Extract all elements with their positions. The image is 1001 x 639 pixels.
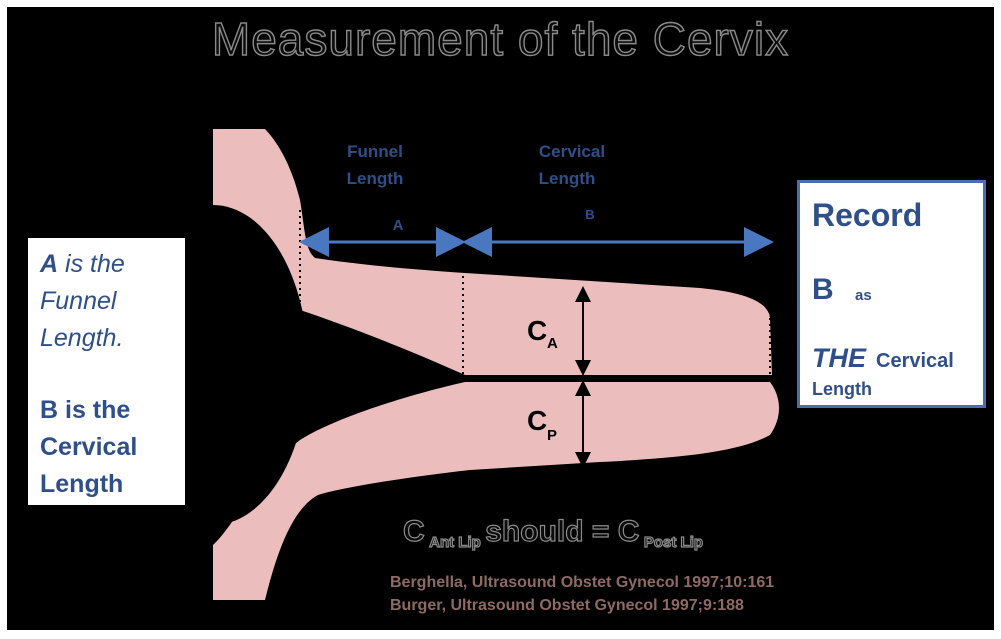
record-the: THE [812,343,866,374]
equation-sub1: Ant Lip [429,534,481,551]
b-definition-line3: Length [40,470,123,499]
c-anterior-letter: C [527,315,547,346]
c-anterior-sub: A [547,335,558,352]
record-cervical: Cervical [876,350,954,373]
reference-1: Berghella, Ultrasound Obstet Gynecol 199… [390,574,774,592]
segment-b-label: B [585,207,594,222]
c-posterior-sub: P [547,427,557,444]
record-instruction-box: Record B as THE Cervical Length [797,180,986,408]
funnel-label-line2: Length [347,169,404,188]
segment-a-label: A [393,217,404,234]
a-definition-line3: Length. [40,324,123,353]
lip-equation: C Ant Lip should = C Post Lip [403,515,703,549]
record-b-letter: B [812,273,834,307]
cervical-label-line1: Cervical [539,142,605,161]
a-rest: is the [58,250,125,278]
c-posterior-letter: C [527,405,547,436]
record-length: Length [812,379,872,400]
record-heading: Record [812,197,922,234]
b-definition-line1: B is the [40,396,130,425]
funnel-label-line1: Funnel [347,142,403,161]
equation-sub2: Post Lip [644,534,703,551]
equation-middle: should = C [485,515,639,548]
b-definition-line2: Cervical [40,433,137,462]
reference-2: Burger, Ultrasound Obstet Gynecol 1997;9… [390,597,744,615]
equation-c1: C [403,515,425,548]
left-explanation-box: A is the Funnel Length. B is the Cervica… [28,238,185,505]
record-as: as [855,287,872,304]
a-definition-line2: Funnel [40,287,116,316]
a-letter: A [40,250,58,278]
cervical-label-line2: Length [539,169,596,188]
a-definition-line1: A is the [40,250,125,279]
